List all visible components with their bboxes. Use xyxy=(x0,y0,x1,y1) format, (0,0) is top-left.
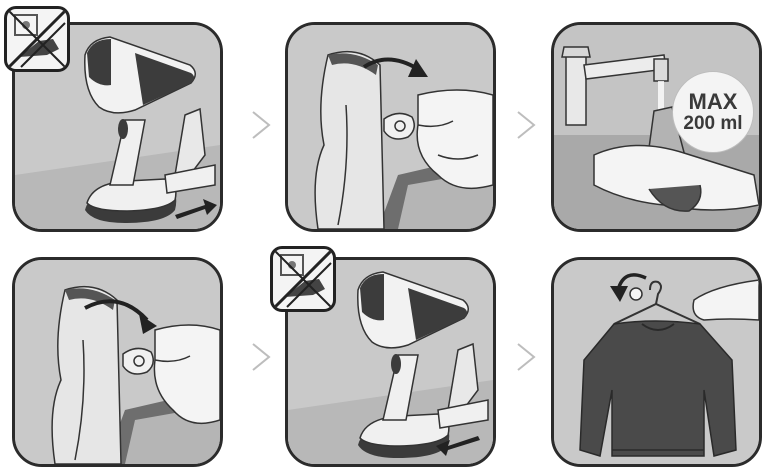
no-power-unplug-icon xyxy=(270,246,336,312)
chevron-right-icon xyxy=(515,342,537,372)
chevron-right-icon xyxy=(515,110,537,140)
chevron-right-icon xyxy=(250,342,272,372)
step-panel-3: MAX 200 ml xyxy=(551,22,762,232)
hang-garment-illustration xyxy=(554,260,759,464)
max-fill-label: MAX 200 ml xyxy=(672,71,754,153)
close-tank-illustration xyxy=(15,260,220,464)
step-panel-2 xyxy=(285,22,496,232)
step-panel-4 xyxy=(12,257,223,467)
max-label: MAX xyxy=(689,90,738,113)
step-panel-6 xyxy=(551,257,762,467)
open-tank-illustration xyxy=(288,25,493,229)
no-power-unplug-icon xyxy=(4,6,70,72)
volume-label: 200 ml xyxy=(683,114,742,134)
chevron-right-icon xyxy=(250,110,272,140)
